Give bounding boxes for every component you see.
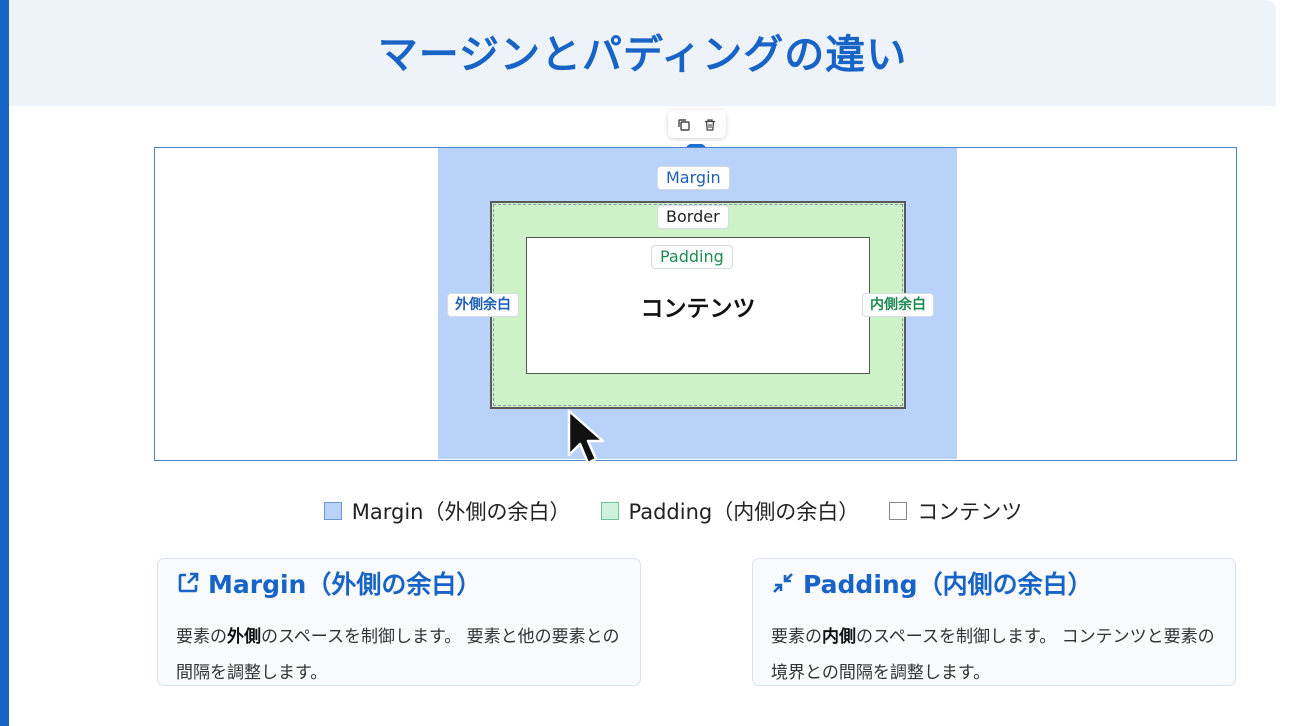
margin-card-title: Margin（外側の余白） [208,570,482,599]
legend-swatch-content [889,502,908,520]
border-box[interactable]: コンテンツ [490,201,906,409]
legend-label-margin: Margin（外側の余白） [351,500,571,524]
padding-card-body-suffix: のスペースを制御します。 コンテンツと要素の境界との間隔を調整します。 [771,627,1215,683]
padding-card-body-bold: 内側 [822,627,856,647]
content-label: コンテンツ [640,296,756,322]
padding-card-header: Padding（内側の余白） [771,565,1093,601]
legend-item-content: コンテンツ [889,496,1022,526]
margin-card: Margin（外側の余白） 要素の外側のスペースを制御します。 要素と他の要素と… [157,558,641,686]
legend-item-padding: Padding（内側の余白） [600,496,860,526]
margin-card-body-bold: 外側 [227,627,261,647]
trash-icon[interactable] [703,117,717,131]
mouse-cursor-icon [567,409,605,465]
border-tag: Border [657,205,729,229]
legend: Margin（外側の余白） Padding（内側の余白） コンテンツ [0,496,1291,526]
padding-tag: Padding [651,245,733,269]
margin-card-body-suffix: のスペースを制御します。 要素と他の要素との間隔を調整します。 [176,627,620,683]
outer-space-tag: 外側余白 [447,293,519,317]
legend-item-margin: Margin（外側の余白） [323,496,571,526]
padding-card-title: Padding（内側の余白） [803,570,1093,599]
padding-card: Padding（内側の余白） 要素の内側のスペースを制御します。 コンテンツと要… [752,558,1236,686]
page-title: マージンとパディングの違い [377,32,908,78]
copy-icon[interactable] [677,117,691,131]
legend-label-padding: Padding（内側の余白） [628,500,860,524]
external-link-icon [178,572,199,593]
legend-swatch-padding [600,502,619,520]
margin-card-body: 要素の外側のスペースを制御します。 要素と他の要素との間隔を調整します。 [176,619,628,691]
padding-card-body: 要素の内側のスペースを制御します。 コンテンツと要素の境界との間隔を調整します。 [771,619,1223,691]
legend-label-content: コンテンツ [917,500,1023,524]
box-model-diagram: コンテンツ [154,147,1237,461]
margin-card-header: Margin（外側の余白） [176,565,481,601]
compress-icon [773,573,793,593]
element-toolbar [668,110,726,138]
page-header: マージンとパディングの違い [9,0,1276,106]
padding-card-body-prefix: 要素の [771,627,822,647]
margin-tag: Margin [657,166,730,190]
left-accent-bar [0,0,9,726]
margin-card-body-prefix: 要素の [176,627,227,647]
legend-swatch-margin [323,502,342,520]
inner-space-tag: 内側余白 [862,293,934,317]
